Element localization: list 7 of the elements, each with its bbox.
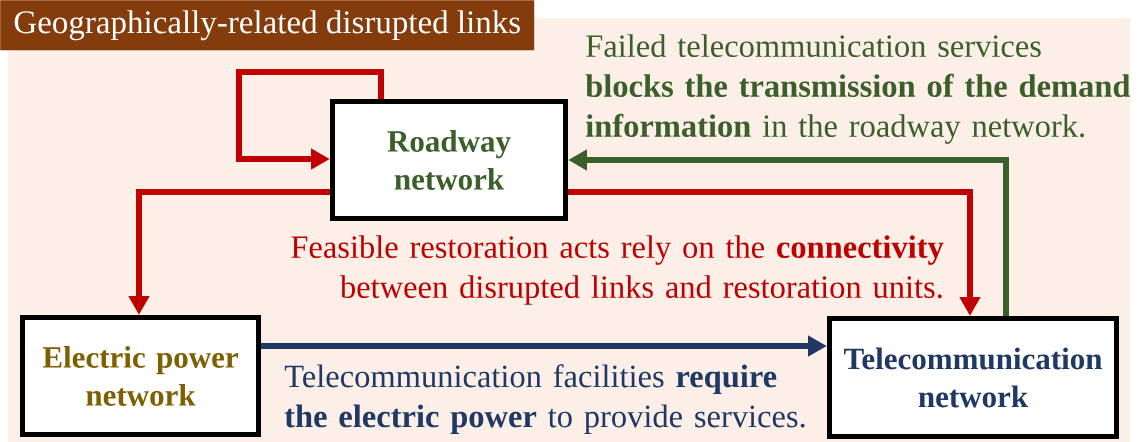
node-box: Telecommunication network — [827, 316, 1119, 439]
annotation: Failed telecommunication services blocks the transmission of the demand information in the roadway network. — [585, 34, 1131, 144]
node-box: Electric power network — [20, 315, 261, 437]
annotation: Feasible restoration acts rely on the connectivity between disrupted links and restoration units. — [291, 235, 944, 305]
node-box: Roadway network — [330, 99, 568, 221]
heading-banner: Geographically-related disrupted links — [0, 0, 535, 51]
annotation: Telecommunication facilities require the electric power to provide services. — [284, 364, 805, 434]
